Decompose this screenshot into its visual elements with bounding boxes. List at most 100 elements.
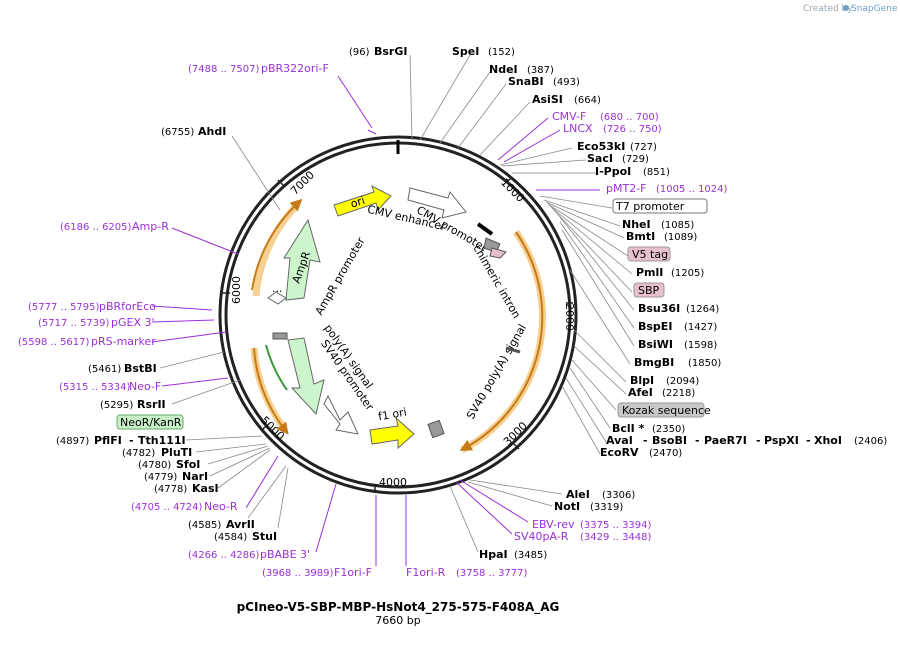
- enzyme-RsrII[interactable]: RsrII: [137, 398, 166, 411]
- sv40-small-bar: [505, 346, 521, 354]
- enzyme-AsiSI[interactable]: AsiSI: [532, 93, 563, 106]
- enzyme-PspXI[interactable]: PspXI: [764, 434, 799, 447]
- enzyme-SpeI[interactable]: SpeI: [452, 45, 479, 58]
- primer-pMT2F[interactable]: pMT2-F: [606, 182, 647, 195]
- primer-pBABE3[interactable]: pBABE 3': [260, 548, 310, 561]
- enzyme-AleI[interactable]: AleI: [566, 488, 590, 501]
- snapgene-logo-icon: [843, 5, 849, 11]
- primer-pos-F1oriF: (3968 .. 3989): [262, 568, 334, 579]
- pos-NarI: (4779): [144, 472, 177, 483]
- primer-pGEX3[interactable]: pGEX 3': [111, 316, 155, 329]
- primer-pRSmarker[interactable]: pRS-marker: [91, 335, 156, 348]
- enzyme-BsiWI[interactable]: BsiWI: [638, 338, 673, 351]
- enzyme-NarI[interactable]: NarI: [182, 470, 208, 483]
- enzyme-SnaBI[interactable]: SnaBI: [508, 75, 544, 88]
- sv40-promoter-feature: [287, 337, 325, 416]
- primer-leaders: [151, 75, 600, 566]
- enzyme-SfoI[interactable]: SfoI: [176, 458, 200, 471]
- enzyme-PluTI[interactable]: PluTI: [161, 446, 192, 459]
- enzyme-KasI[interactable]: KasI: [192, 482, 219, 495]
- pos-AhdI: (6755): [161, 127, 194, 138]
- ampr-feature: [283, 218, 321, 301]
- enzyme-HpaI[interactable]: HpaI: [479, 548, 508, 561]
- primer-F1oriR[interactable]: F1ori-R: [406, 566, 446, 579]
- pos-NheI: (1085): [661, 220, 694, 231]
- enzyme-BlpI[interactable]: BlpI: [630, 374, 654, 387]
- sbp-box[interactable]: [633, 282, 665, 298]
- primer-NeoF[interactable]: Neo-F: [129, 380, 161, 393]
- enzyme-AvaI[interactable]: AvaI: [606, 434, 633, 447]
- enzyme-BstBI[interactable]: BstBI: [124, 362, 157, 375]
- primer-EBVrev[interactable]: EBV-rev: [532, 518, 575, 531]
- kozak-label: Kozak sequence: [622, 404, 711, 417]
- enzyme-PflFI[interactable]: PflFI: [94, 434, 122, 447]
- tick-6000: 6000: [230, 276, 243, 304]
- primer-F1oriF[interactable]: F1ori-F: [334, 566, 372, 579]
- neo-green-arc: [265, 344, 288, 391]
- primer-AmpR[interactable]: Amp-R: [132, 220, 169, 233]
- enzyme-NdeI[interactable]: NdeI: [489, 63, 518, 76]
- enzyme-AhdI[interactable]: AhdI: [198, 125, 226, 138]
- backbone-outer: [218, 135, 578, 495]
- intron-bar: [476, 222, 494, 236]
- pos-SnaBI: (493): [553, 77, 580, 88]
- f1-ori-feature: [369, 416, 415, 450]
- pos-IPpoI: (851): [643, 167, 670, 178]
- snapgene-brand[interactable]: SnapGene: [851, 4, 898, 14]
- sv40-promoter-arrow: [323, 394, 359, 435]
- v5-tag-box[interactable]: [627, 246, 671, 262]
- enzyme-BmgBI[interactable]: BmgBI: [634, 356, 674, 369]
- enzyme-PmlI[interactable]: PmlI: [636, 266, 663, 279]
- neorkanr-box[interactable]: [116, 414, 184, 430]
- ori-label: ori: [349, 194, 367, 211]
- primer-pBRforEco[interactable]: pBRforEco: [99, 300, 156, 313]
- pos-PflFI: (4897): [56, 436, 89, 447]
- sv40-polya-block: [427, 419, 445, 439]
- enzyme-BspEI[interactable]: BspEI: [638, 320, 672, 333]
- enzyme-Tth111I[interactable]: Tth111I: [138, 434, 186, 447]
- enzyme-XhoI[interactable]: XhoI: [814, 434, 842, 447]
- pos-Eco53kI: (727): [630, 142, 657, 153]
- pos-BmgBI: (1850): [688, 358, 721, 369]
- enzyme-IPpoI[interactable]: I-PpoI: [595, 165, 631, 178]
- primer-LNCX[interactable]: LNCX: [563, 122, 593, 135]
- primer-pos-pGEX3: (5717 .. 5739): [38, 318, 110, 329]
- primer-pos-AmpR: (6186 .. 6205): [60, 222, 132, 233]
- enzyme-SacI[interactable]: SacI: [587, 152, 613, 165]
- primer-NeoR[interactable]: Neo-R: [204, 500, 238, 513]
- polya-small-block: [272, 332, 288, 340]
- enzyme-PaeR7I[interactable]: PaeR7I: [704, 434, 747, 447]
- pos-KasI: (4778): [154, 484, 187, 495]
- t7-promoter-label: T7 promoter: [615, 200, 685, 213]
- neo-orf-arc: [253, 347, 289, 435]
- enzyme-BclI[interactable]: BclI *: [612, 422, 645, 435]
- dash-5: -: [129, 434, 134, 447]
- enzyme-BmtI[interactable]: BmtI: [626, 230, 655, 243]
- enzyme-AfeI[interactable]: AfeI: [628, 386, 653, 399]
- enzyme-NheI[interactable]: NheI: [622, 218, 651, 231]
- enzyme-BsoBI[interactable]: BsoBI: [652, 434, 687, 447]
- enzyme-Eco53kI[interactable]: Eco53kI: [577, 140, 625, 153]
- enzyme-AvrII[interactable]: AvrII: [226, 518, 255, 531]
- t7-promoter-box[interactable]: [612, 198, 708, 214]
- primer-SV40pAR[interactable]: SV40pA-R: [514, 530, 569, 543]
- pos-HpaI: (3485): [514, 550, 547, 561]
- pos-BsrGI: (96): [349, 47, 370, 58]
- primer-pos-EBVrev: (3375 .. 3394): [580, 520, 652, 531]
- tick-2000: 2000: [563, 303, 576, 331]
- kozak-box[interactable]: [617, 402, 705, 418]
- pos-BlpI: (2094): [666, 376, 699, 387]
- enzyme-BsrGI[interactable]: BsrGI: [374, 45, 407, 58]
- ampr-promoter-label: AmpR promoter: [313, 235, 368, 318]
- primer-pBR322oriF[interactable]: pBR322ori-F: [261, 62, 329, 75]
- plasmid-title: pCIneo-V5-SBP-MBP-HsNot4_275-575-F408A_A…: [237, 600, 560, 615]
- enzyme-StuI[interactable]: StuI: [252, 530, 277, 543]
- pos-PluTI: (4782): [122, 448, 155, 459]
- enzyme-NotI[interactable]: NotI: [554, 500, 580, 513]
- pos-AvrII: (4585): [188, 520, 221, 531]
- pos-XhoI: (2406): [854, 436, 887, 447]
- primer-CMVF[interactable]: CMV-F: [552, 110, 586, 123]
- enzyme-EcoRV[interactable]: EcoRV: [600, 446, 639, 459]
- enzyme-Bsu36I[interactable]: Bsu36I: [638, 302, 680, 315]
- pos-BspEI: (1427): [684, 322, 717, 333]
